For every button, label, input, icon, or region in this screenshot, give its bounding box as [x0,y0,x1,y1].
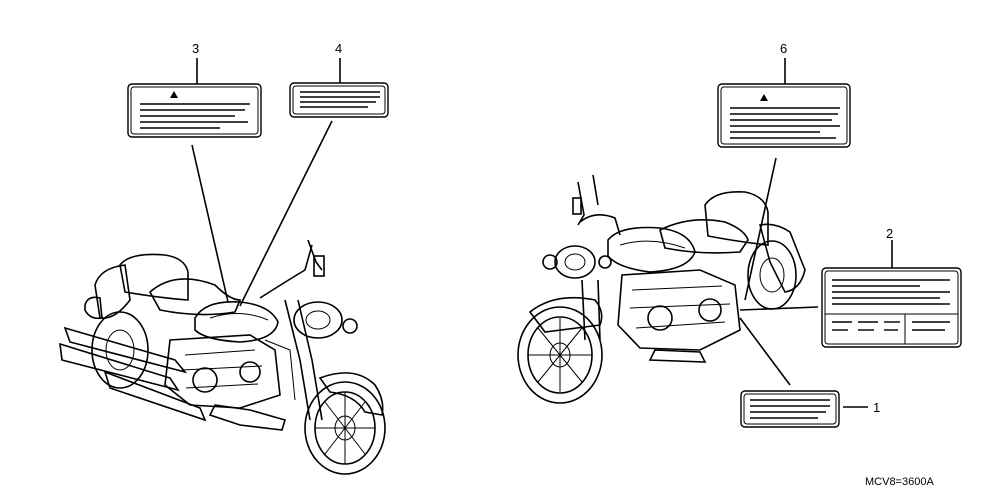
label-part-1[interactable] [740,390,840,428]
label-part-4[interactable] [289,82,389,118]
label-part-6[interactable] [717,83,851,148]
callout-6: 6 [780,41,787,56]
callout-2: 2 [886,226,893,241]
label-part-3[interactable] [127,83,262,138]
callout-1: 1 [873,400,880,415]
leader-lines [191,58,893,408]
callout-4: 4 [335,41,342,56]
label-part-2[interactable] [821,267,962,348]
motorcycle-right-illustration [517,174,806,404]
diagram-code: MCV8=3600A [865,476,934,488]
callout-3: 3 [192,41,199,56]
motorcycle-left-illustration [59,239,386,475]
